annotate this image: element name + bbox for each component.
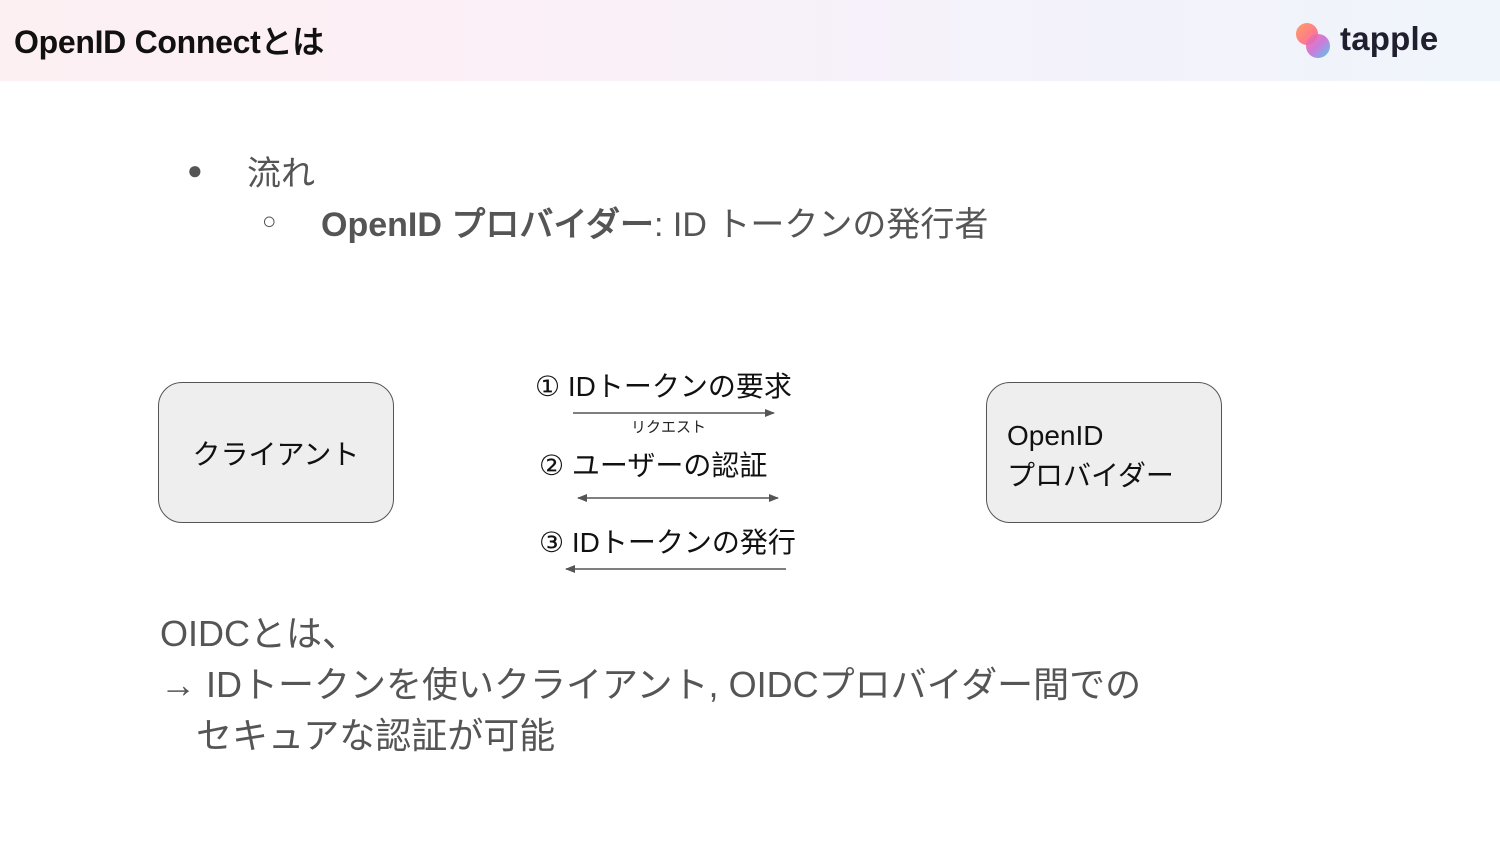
summary-line1: OIDCとは、 (160, 613, 359, 654)
bullet-level2: ○ OpenID プロバイダー : ID トークンの発行者 (262, 197, 988, 246)
step2-label: ② ユーザーの認証 (539, 450, 768, 481)
bullet-level1: ● 流れ (187, 146, 315, 195)
provider-box: OpenID プロバイダー (986, 382, 1222, 523)
step3-label: ③ IDトークンの発行 (539, 527, 796, 558)
logo-wordmark: tapple (1340, 20, 1439, 57)
summary-line2: → IDトークンを使いクライアント, OIDCプロバイダー間での (160, 664, 1142, 705)
summary-line3: セキュアな認証が可能 (160, 715, 556, 756)
provider-box-line1: OpenID (1007, 420, 1104, 451)
client-box: クライアント (158, 382, 394, 523)
bullet-text: 流れ (247, 155, 315, 193)
provider-box-line2: プロバイダー (1007, 460, 1174, 491)
bullet-marker: ● (187, 155, 203, 185)
tapple-logo: tapple (1294, 20, 1438, 62)
tapple-logo-icon (1296, 23, 1330, 58)
slide-title: OpenID Connectとは (14, 24, 324, 60)
step1-label: ① IDトークンの要求 (535, 371, 792, 402)
client-box-label: クライアント (192, 438, 360, 470)
slide-header: OpenID Connectとは tapple (0, 0, 1500, 81)
sub-bullet-marker: ○ (262, 207, 277, 235)
bullet-term: OpenID プロバイダー (321, 206, 654, 244)
bullet-definition: : ID トークンの発行者 (653, 206, 989, 244)
step1-sublabel: リクエスト (631, 419, 707, 436)
